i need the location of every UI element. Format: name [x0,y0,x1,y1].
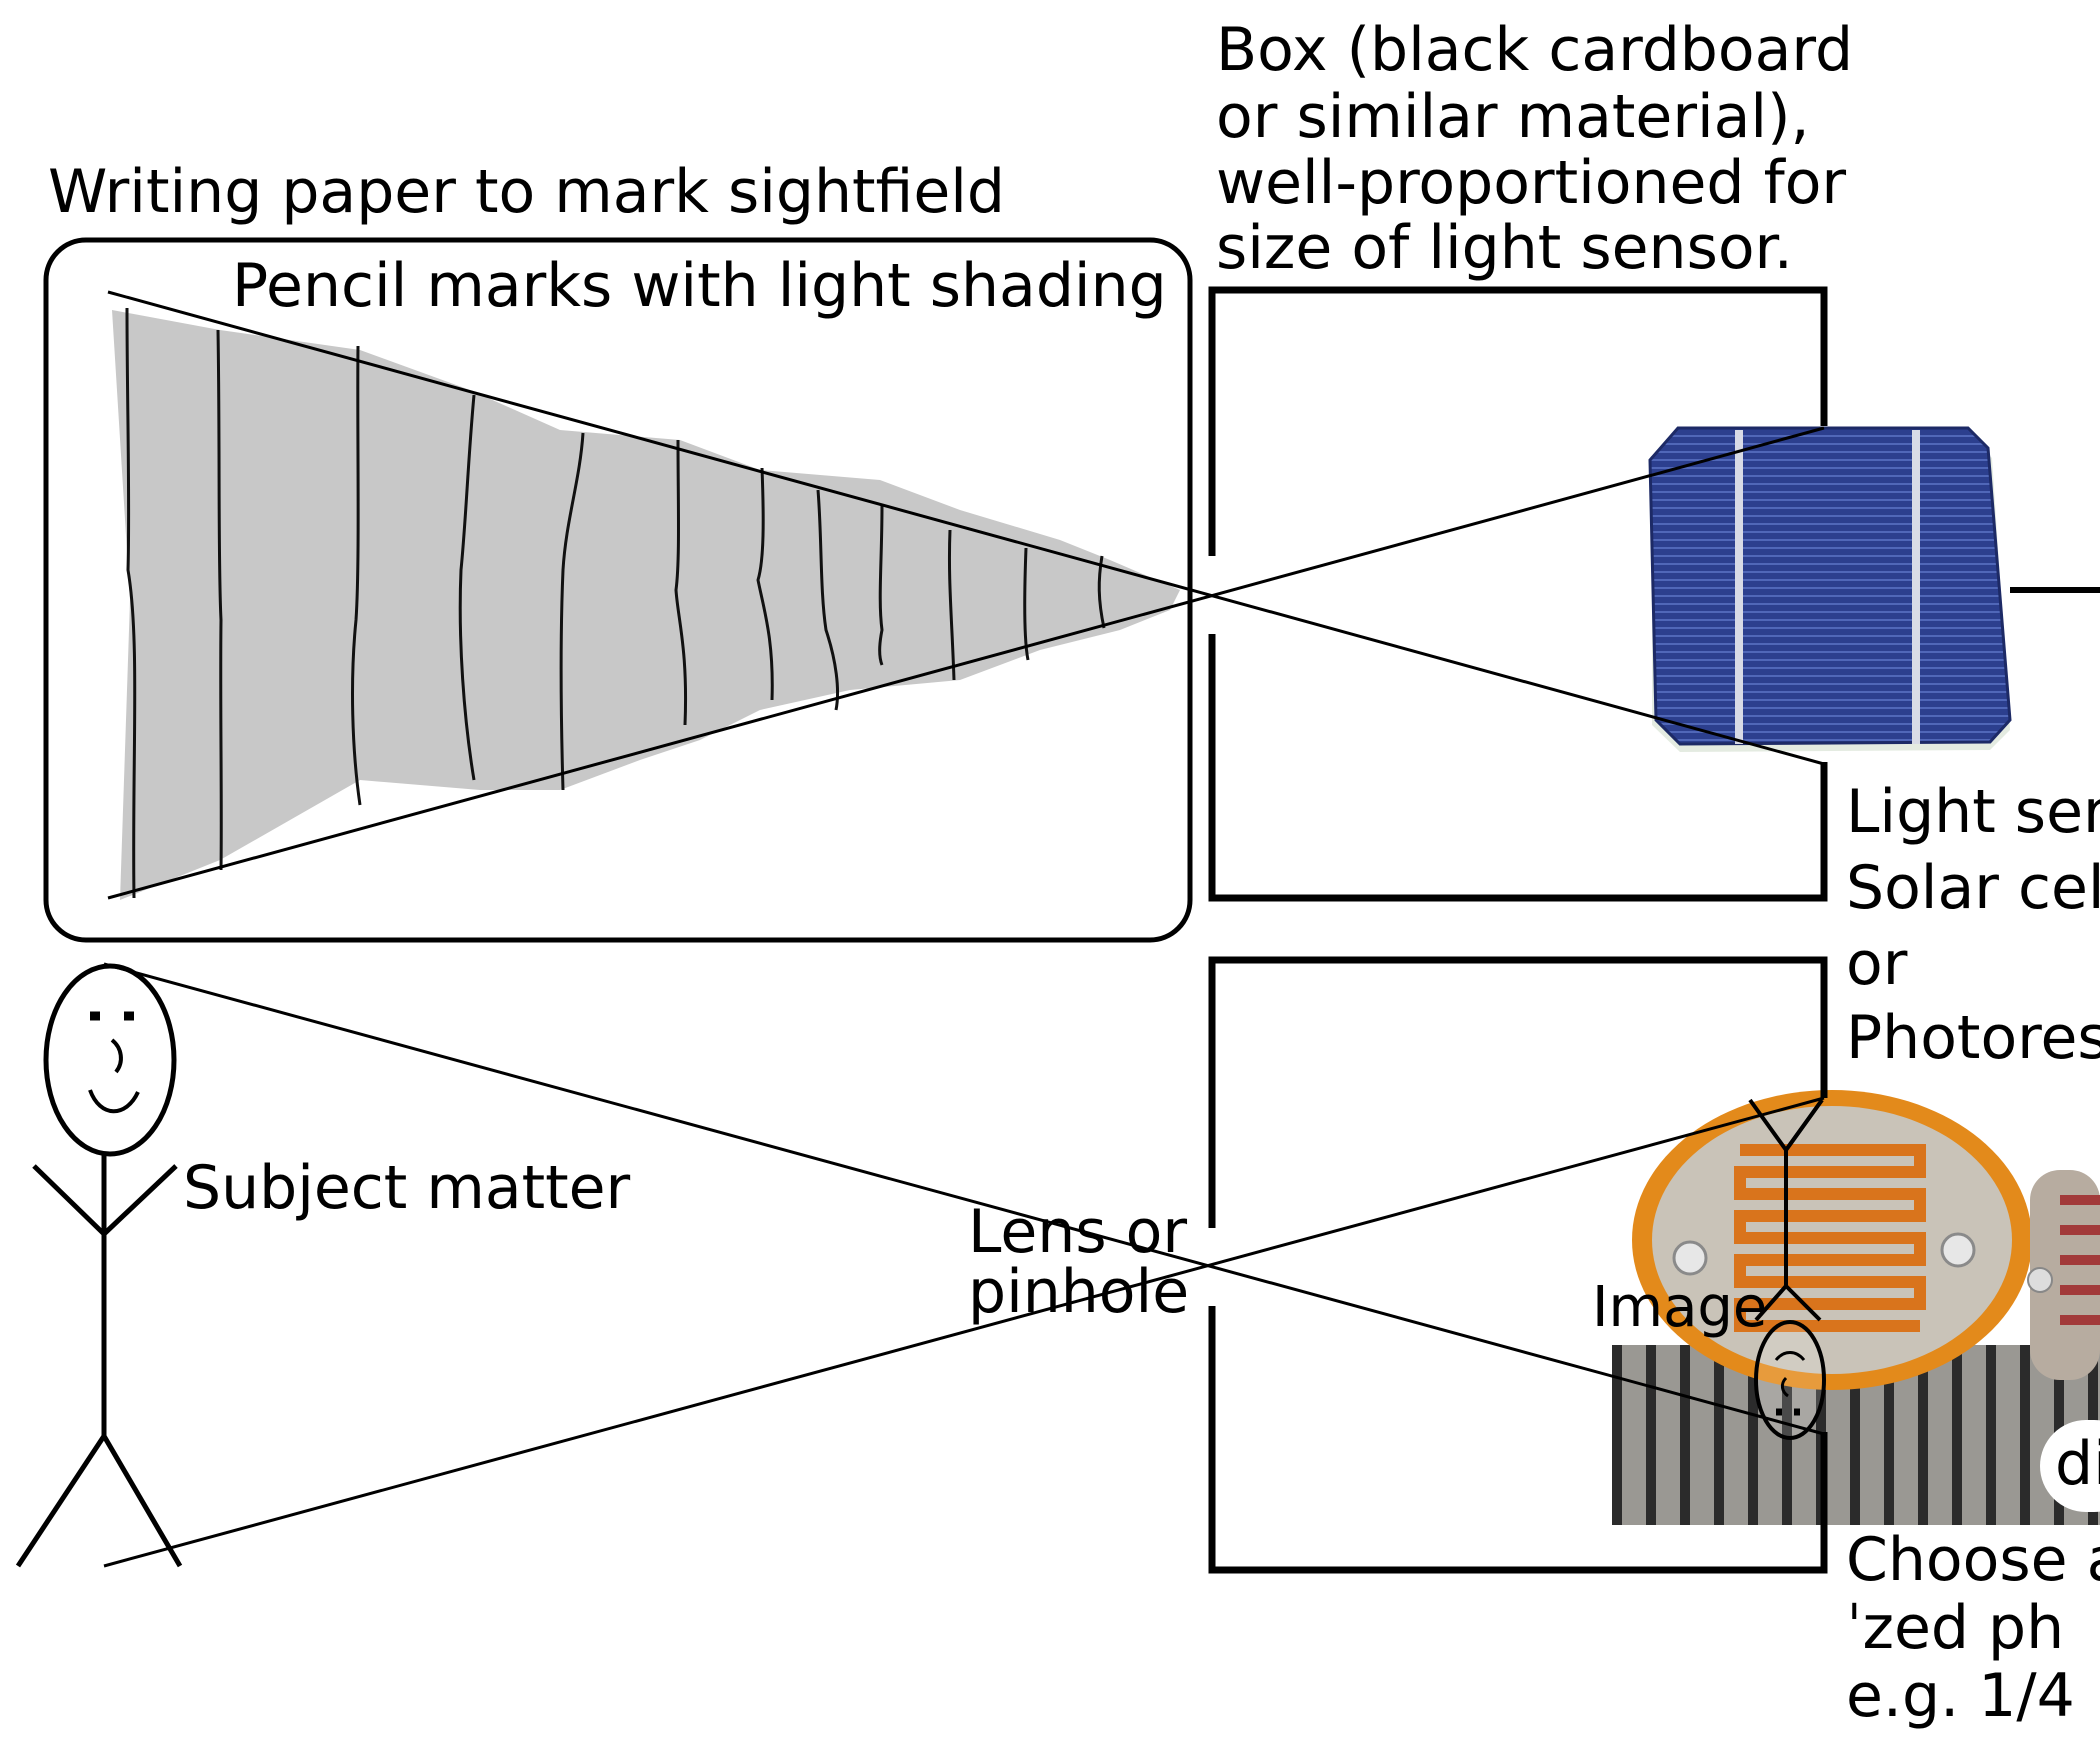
svg-text:or: or [1846,929,1908,999]
lens-label: Lens or pinhole [968,1197,1189,1327]
pencil-label: Pencil marks with light shading [232,251,1167,321]
svg-text:Choose a: Choose a [1846,1525,2100,1595]
stick-figure-icon [15,963,183,1568]
svg-text:Photores: Photores [1846,1003,2100,1073]
photoresistor-icon [1612,1090,2100,1525]
bottom-box [1208,956,1828,1574]
svg-text:size of light sensor.: size of light sensor. [1216,213,1793,283]
badge-label: di [2055,1429,2100,1499]
solar-cell-icon [1648,426,2012,752]
svg-text:Light ser: Light ser [1846,777,2100,847]
svg-text:well-proportioned for: well-proportioned for [1216,148,1846,218]
svg-text:Box (black cardboard: Box (black cardboard [1216,15,1853,85]
light-rays [103,290,1825,1568]
image-label: Image [1592,1275,1767,1340]
choose-label: Choose a ˈzed ph e.g. 1/4 [1846,1525,2100,1731]
pencil-marks [125,307,1106,899]
svg-text:e.g. 1/4: e.g. 1/4 [1846,1661,2075,1731]
sensor-label: Light ser Solar cel or Photores [1846,777,2100,1073]
sightfield-shading [112,310,1180,900]
paper-label: Writing paper to mark sightfield [48,157,1005,227]
svg-text:Lens or: Lens or [968,1197,1187,1267]
subject-label: Subject matter [183,1153,631,1223]
svg-text:Solar cel: Solar cel [1846,853,2100,923]
image-figure-icon [1748,1098,1826,1440]
top-box [1208,286,1828,902]
svg-text:or similar material),: or similar material), [1216,82,1810,152]
svg-text:ˈzed ph: ˈzed ph [1846,1593,2064,1663]
svg-text:pinhole: pinhole [968,1257,1189,1327]
box-label: Box (black cardboard or similar material… [1216,15,1853,283]
badge [2040,1420,2100,1512]
